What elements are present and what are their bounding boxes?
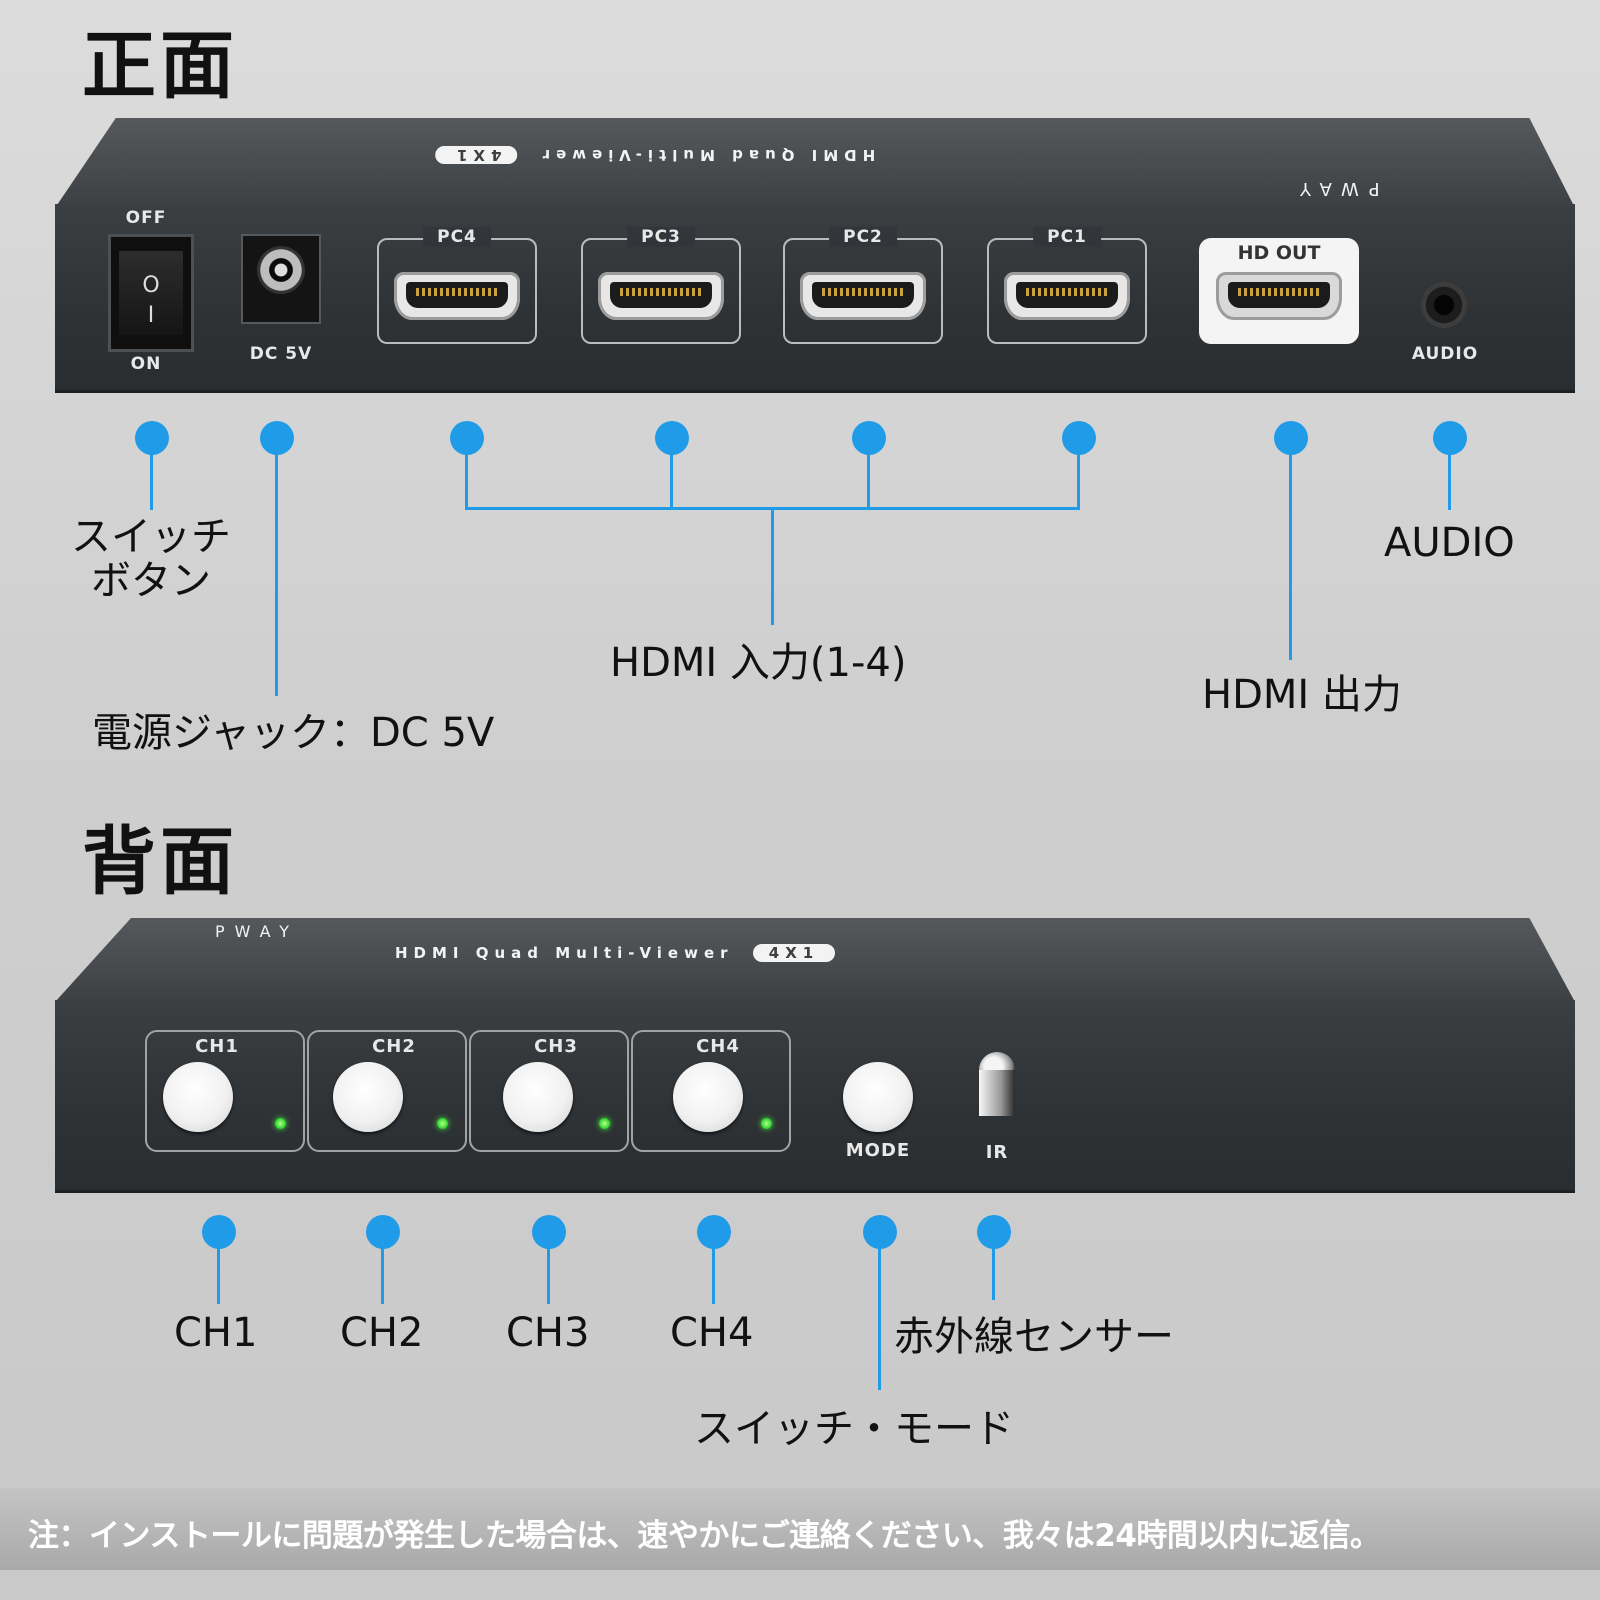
switch-off-symbol: O	[142, 273, 160, 298]
back-heading: 背面	[82, 819, 238, 905]
mode-button[interactable]	[843, 1062, 913, 1132]
hdmi-port-icon	[1004, 272, 1130, 320]
callout-switch-line1: スイッチ	[71, 514, 231, 560]
callout-line-audio	[1448, 440, 1451, 510]
callout-ir-sensor: 赤外線センサー	[894, 1314, 1174, 1360]
callout-hdmi-input: HDMI 入力(1-4)	[610, 640, 907, 686]
callout-switch-mode: スイッチ・モード	[694, 1406, 1014, 1452]
channel-3-group: CH3	[469, 1030, 629, 1152]
channel-4-group: CH4	[631, 1030, 791, 1152]
audio-jack[interactable]	[1421, 282, 1467, 328]
ch1-led-icon	[275, 1118, 286, 1129]
ch4-button[interactable]	[673, 1062, 743, 1132]
callout-ch3: CH3	[506, 1310, 590, 1356]
switch-on-symbol: I	[147, 303, 155, 328]
callout-ch2: CH2	[340, 1310, 424, 1356]
ir-sensor-icon	[979, 1052, 1015, 1118]
front-heading: 正面	[82, 23, 238, 109]
front-device-top	[55, 118, 1575, 208]
ch1-label: CH1	[195, 1036, 239, 1057]
callout-ch4: CH4	[670, 1310, 754, 1356]
callout-line-pc1	[1077, 440, 1080, 510]
callout-line-ch3	[547, 1234, 550, 1304]
hdmi-input-pc1[interactable]: PC1	[987, 227, 1147, 344]
callout-line-hdmi-out	[1289, 440, 1292, 660]
ch4-led-icon	[761, 1118, 772, 1129]
ch3-led-icon	[599, 1118, 610, 1129]
ch1-button[interactable]	[163, 1062, 233, 1132]
note-band	[0, 1488, 1600, 1570]
channel-1-group: CH1	[145, 1030, 305, 1152]
callout-audio: AUDIO	[1384, 520, 1515, 566]
hdmi-input-pc2[interactable]: PC2	[783, 227, 943, 344]
callout-line-pc4	[465, 440, 468, 510]
ch3-button[interactable]	[503, 1062, 573, 1132]
back-device: PWAY HDMI Quad Multi-Viewer 4X1 CH1 CH2 …	[55, 918, 1575, 1198]
pc3-label: PC3	[627, 227, 695, 247]
pc1-label: PC1	[1033, 227, 1101, 247]
callout-line-ir	[992, 1234, 995, 1300]
callout-line-ch4	[712, 1234, 715, 1304]
back-top-model-print: HDMI Quad Multi-Viewer 4X1	[395, 944, 836, 962]
pc4-label: PC4	[423, 227, 491, 247]
hd-out-label: HD OUT	[1237, 242, 1321, 264]
switch-on-label: ON	[130, 354, 162, 374]
callout-line-hdmi-in-stem	[771, 507, 774, 625]
front-panel: OFF O I ON DC 5V PC4 PC3 PC2 PC1	[55, 204, 1575, 393]
back-panel: CH1 CH2 CH3 CH4 MODE IR	[55, 1000, 1575, 1193]
dc-jack-socket-icon	[257, 246, 305, 294]
callout-switch-line2: ボタン	[91, 558, 211, 604]
callout-ch1: CH1	[174, 1310, 258, 1356]
front-top-brand-print: PWAY	[1290, 178, 1380, 199]
ch2-led-icon	[437, 1118, 448, 1129]
switch-off-label: OFF	[125, 208, 167, 228]
hdmi-input-pc4[interactable]: PC4	[377, 227, 537, 344]
callout-switch-button: スイッチ ボタン	[66, 515, 236, 603]
callout-line-power	[275, 440, 278, 696]
ch4-label: CH4	[696, 1036, 740, 1057]
callout-line-pc2	[867, 440, 870, 510]
callout-line-pc3	[670, 440, 673, 510]
front-device: HDMI Quad Multi-Viewer 4X1 PWAY OFF O I …	[55, 118, 1575, 398]
channel-2-group: CH2	[307, 1030, 467, 1152]
callout-line-switch	[150, 440, 153, 510]
mode-label: MODE	[845, 1140, 911, 1161]
ir-label: IR	[985, 1142, 1009, 1163]
ch3-label: CH3	[534, 1036, 578, 1057]
front-top-model-print: HDMI Quad Multi-Viewer 4X1	[435, 146, 875, 164]
callout-power-jack: 電源ジャック：DC 5V	[92, 710, 495, 756]
audio-port-label: AUDIO	[1411, 344, 1479, 364]
hdmi-port-icon	[800, 272, 926, 320]
pc2-label: PC2	[829, 227, 897, 247]
power-switch[interactable]: O I	[108, 234, 194, 352]
hdmi-port-icon	[394, 272, 520, 320]
hdmi-output[interactable]: HD OUT	[1199, 238, 1359, 344]
support-note: 注：インストールに問題が発生した場合は、速やかにご連絡ください、我々は24時間以…	[28, 1518, 1381, 1554]
hdmi-port-icon	[1216, 272, 1342, 320]
callout-line-ch2	[381, 1234, 384, 1304]
dc-label: DC 5V	[249, 344, 313, 364]
hdmi-port-icon	[598, 272, 724, 320]
callout-line-ch1	[217, 1234, 220, 1304]
callout-line-mode	[878, 1234, 881, 1390]
callout-hdmi-output: HDMI 出力	[1202, 672, 1402, 718]
back-top-brand-print: PWAY	[215, 922, 300, 941]
ch2-label: CH2	[372, 1036, 416, 1057]
dc-jack[interactable]	[241, 234, 321, 324]
hdmi-input-pc3[interactable]: PC3	[581, 227, 741, 344]
ch2-button[interactable]	[333, 1062, 403, 1132]
